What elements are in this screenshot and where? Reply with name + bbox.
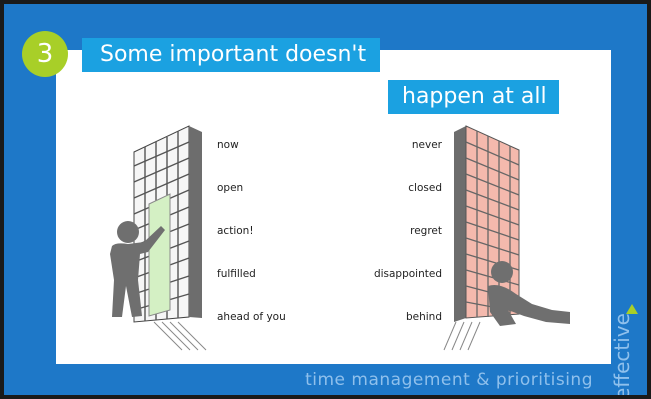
slide: 3 Some important doesn't happen at all n… [4,4,647,395]
left-word-ahead: ahead of you [217,311,286,323]
step-number-badge: 3 [22,31,68,77]
illustration [110,125,570,351]
title-line-2: happen at all [388,80,559,114]
open-door-illustration [110,125,207,351]
left-word-open: open [217,182,244,194]
right-word-regret: regret [410,225,442,237]
left-word-now: now [217,139,239,151]
right-word-disappointed: disappointed [373,268,442,280]
right-word-behind: behind [405,311,442,323]
left-word-action: action! [217,225,254,237]
right-word-closed: closed [408,182,442,194]
left-word-fulfilled: fulfilled [217,268,256,280]
person-sitting-icon [488,261,570,326]
footer-caption: time management & prioritising [305,370,593,390]
logo-mark-icon [626,304,638,314]
person-standing-icon [110,221,165,317]
title-line-1: Some important doesn't [82,38,381,72]
brand-logo: effective [610,313,634,395]
right-word-never: never [411,139,442,151]
closed-wall-illustration [443,125,570,351]
